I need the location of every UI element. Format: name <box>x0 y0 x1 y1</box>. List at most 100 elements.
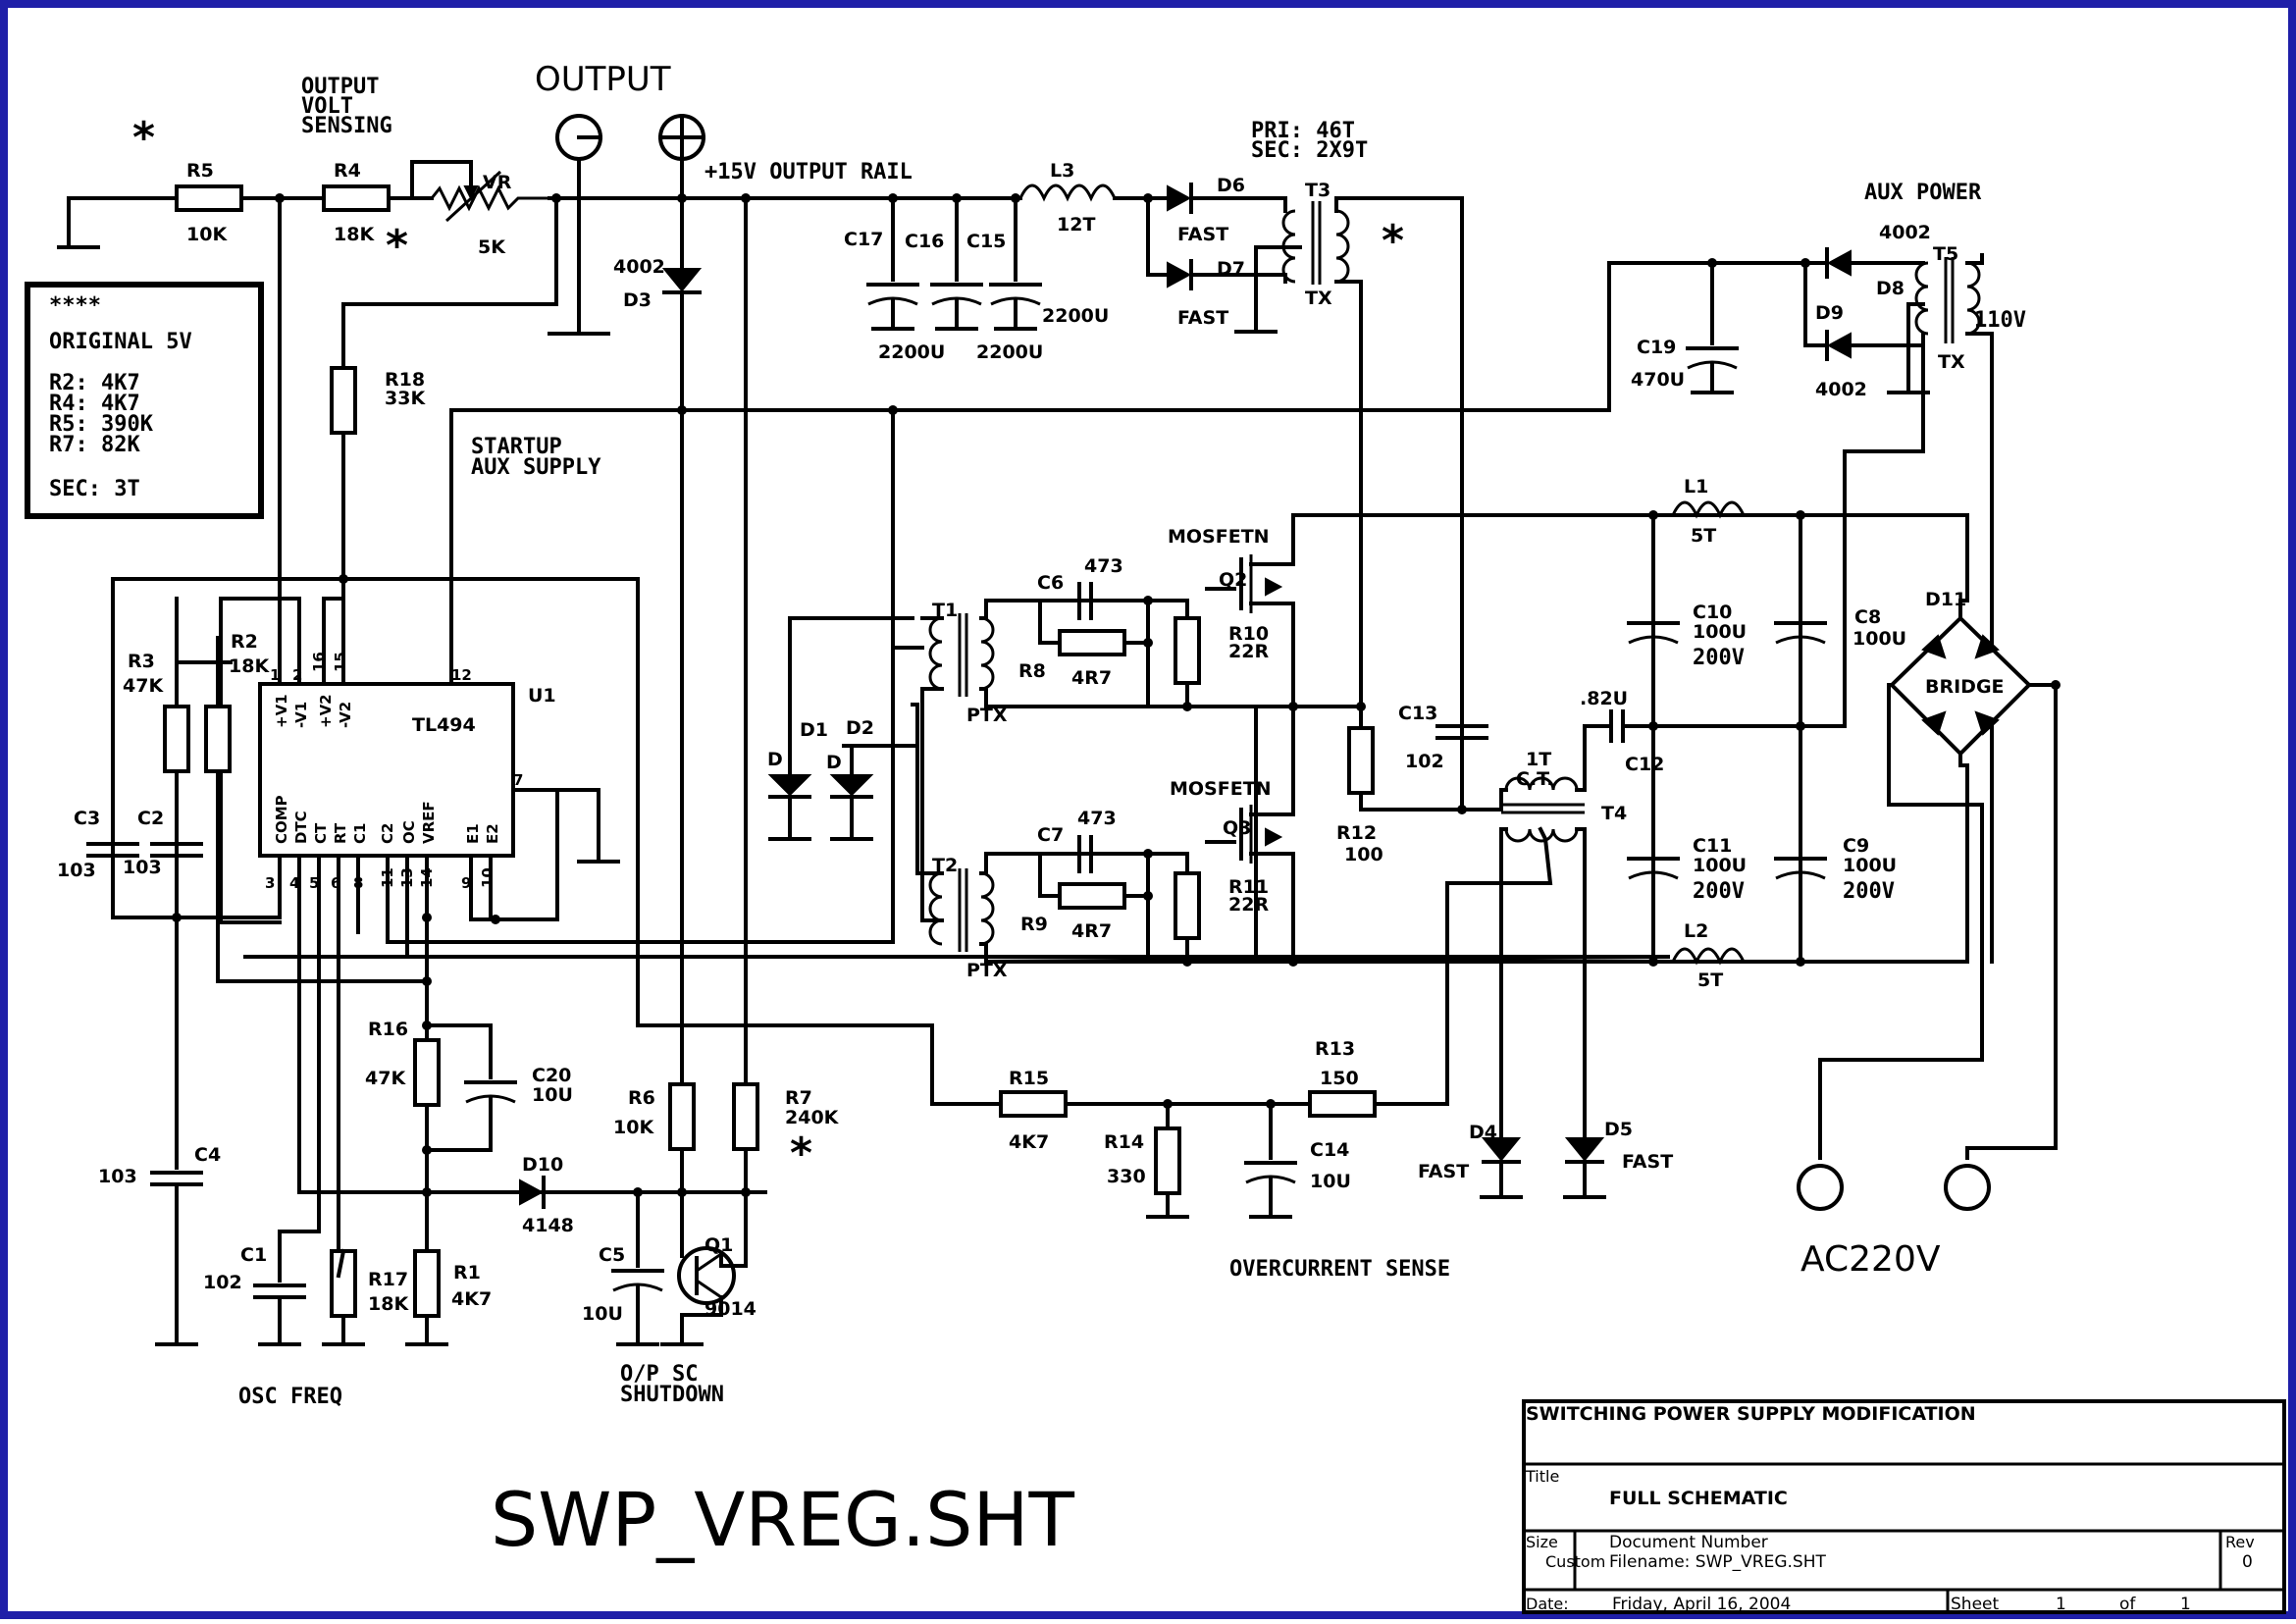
original-box-title: ORIGINAL 5V <box>49 330 192 354</box>
pin-number: 5 <box>309 874 319 892</box>
original-box-line: R7: 82K <box>49 433 140 457</box>
sheet-label: Sheet <box>1951 1595 1999 1614</box>
r18-value: 33K <box>385 388 426 409</box>
r16-label: R16 <box>368 1019 408 1040</box>
q2-label: Q2 <box>1219 569 1247 591</box>
q1-label: Q1 <box>704 1234 733 1256</box>
t2-label: T2 <box>932 855 958 876</box>
original-box-line: R4: 4K7 <box>49 392 140 416</box>
r14-resistor <box>1154 1126 1181 1195</box>
t3-primary <box>1335 209 1350 284</box>
c8-value: 100U <box>1852 628 1906 650</box>
d5-value: FAST <box>1622 1151 1673 1173</box>
pin-number: 15 <box>332 652 349 672</box>
title-block: SWITCHING POWER SUPPLY MODIFICATION Titl… <box>1522 1399 2286 1614</box>
r13-resistor <box>1308 1090 1377 1118</box>
r2-resistor <box>204 705 232 773</box>
c20-value: 10U <box>532 1084 573 1106</box>
d1-value: D <box>767 749 783 770</box>
l1-inductor <box>1671 500 1746 519</box>
sensing-label: OUTPUT <box>301 75 379 99</box>
of-number: 1 <box>2180 1595 2191 1614</box>
original-box-sec: SEC: 3T <box>49 477 140 501</box>
d6-value: FAST <box>1177 224 1228 245</box>
d7-diode <box>1167 261 1192 288</box>
d2-diode <box>829 774 874 797</box>
d4-value: FAST <box>1418 1161 1469 1182</box>
ac-label: AC220V <box>1800 1239 1941 1280</box>
pin-name: DTC <box>292 811 310 844</box>
star-mark: * <box>1382 216 1404 266</box>
c8-label: C8 <box>1854 606 1881 628</box>
c9-value: 100U <box>1843 855 1897 876</box>
r7-label: R7 <box>785 1087 812 1109</box>
r11-value: 22R <box>1228 894 1269 916</box>
pin-number: 2 <box>292 666 302 684</box>
t4-primary <box>1504 776 1579 791</box>
r1-label: R1 <box>453 1262 481 1283</box>
title-label: Title <box>1525 1467 1559 1486</box>
project-name: SWITCHING POWER SUPPLY MODIFICATION <box>1526 1403 1976 1425</box>
r15-value: 4K7 <box>1009 1131 1049 1153</box>
r17-resistor <box>330 1249 357 1318</box>
d2-label: D2 <box>846 717 874 739</box>
c11-value: 100U <box>1693 855 1747 876</box>
r10-value: 22R <box>1228 641 1269 662</box>
d3-label: D3 <box>623 289 652 311</box>
r3-value: 47K <box>123 675 164 697</box>
c9-label: C9 <box>1843 835 1869 857</box>
l2-inductor <box>1671 947 1746 966</box>
r2-value: 18K <box>229 655 270 677</box>
pin-number: 4 <box>289 874 299 892</box>
pin-number: 16 <box>310 652 328 672</box>
t1-label: T1 <box>932 600 958 621</box>
pin-number: 9 <box>461 874 471 892</box>
star-mark: * <box>386 221 408 271</box>
r2-label: R2 <box>231 631 258 653</box>
r10-label: R10 <box>1228 623 1269 645</box>
c16-label: C16 <box>905 231 944 252</box>
c10-voltage: 200V <box>1693 646 1745 670</box>
pin-name: -V2 <box>337 702 354 728</box>
d5-label: D5 <box>1604 1119 1633 1140</box>
t2-secondary <box>980 871 995 946</box>
of-label: of <box>2119 1595 2136 1614</box>
q3-type: MOSFETN <box>1170 778 1272 800</box>
c2-value: 103 <box>123 857 162 878</box>
r14-value: 330 <box>1107 1166 1146 1187</box>
c10-label: C10 <box>1693 602 1732 623</box>
r17-value: 18K <box>368 1293 409 1315</box>
c19-label: C19 <box>1637 337 1676 358</box>
u1-pin-numbers: 1 2 16 15 12 7 3 4 5 6 8 11 13 14 9 10 <box>265 652 523 892</box>
r8-value: 4R7 <box>1071 667 1112 689</box>
t4-ct: C.T. <box>1516 768 1553 790</box>
d5-diode <box>1564 1137 1605 1162</box>
pin-name: OC <box>400 820 418 844</box>
c19-value: 470U <box>1631 369 1685 391</box>
r7-resistor <box>732 1082 759 1151</box>
c14-value: 10U <box>1310 1171 1351 1192</box>
d2-value: D <box>826 752 842 773</box>
c12-label: C12 <box>1625 754 1664 775</box>
r13-label: R13 <box>1315 1038 1355 1060</box>
c10-value: 100U <box>1693 621 1747 643</box>
t3-label: T3 <box>1305 180 1331 201</box>
q3-label: Q3 <box>1223 817 1251 839</box>
c1-value: 102 <box>203 1272 242 1293</box>
d3-diode <box>661 268 703 292</box>
t1-secondary <box>980 616 995 691</box>
annotation-labels: OUTPUT +15V OUTPUT RAIL OUTPUT VOLT SENS… <box>57 60 2026 1563</box>
c5-value: 10U <box>582 1303 623 1325</box>
d11-label: D11 <box>1925 589 1966 610</box>
r8-resistor <box>1058 629 1126 656</box>
r6-label: R6 <box>628 1087 655 1109</box>
q1-value: 9014 <box>704 1298 757 1320</box>
u1-tl494-chip <box>258 682 515 858</box>
c10-capacitor <box>1628 635 1679 645</box>
u1-value: TL494 <box>412 714 476 736</box>
size-label: Size <box>1526 1533 1558 1551</box>
c6-value: 473 <box>1084 555 1123 577</box>
t5-value: TX <box>1938 351 1965 373</box>
t5-label: T5 <box>1933 243 1958 265</box>
